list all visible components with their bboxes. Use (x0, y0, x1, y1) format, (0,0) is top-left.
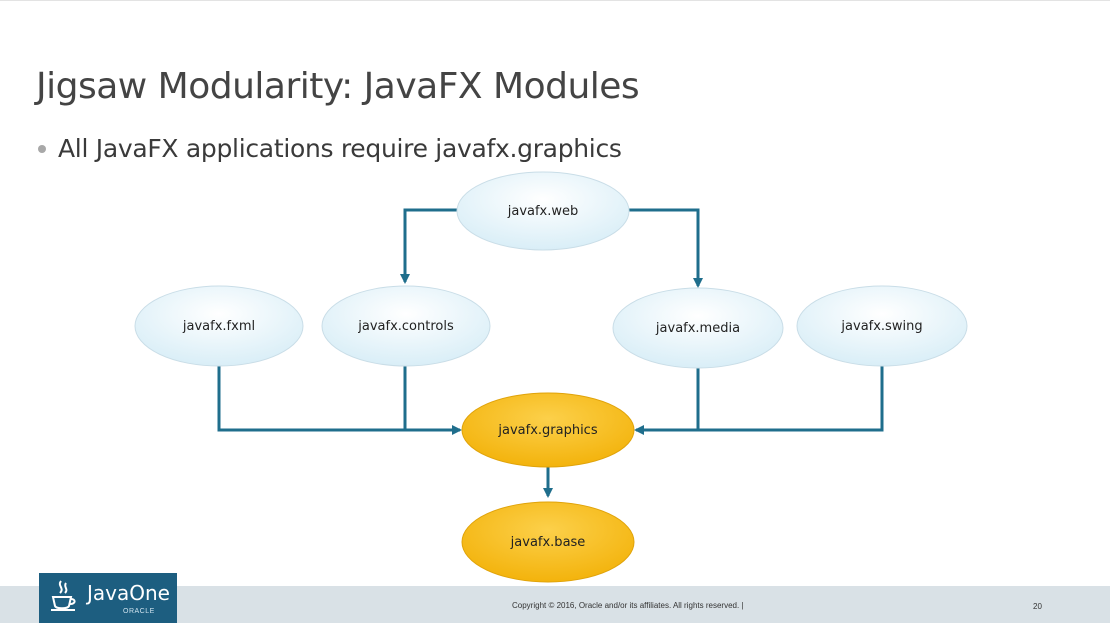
logo-text: JavaOne (87, 581, 170, 605)
dependency-arrows (217, 208, 884, 498)
node-label-controls: javafx.controls (357, 319, 454, 334)
footer-bar (0, 586, 1110, 623)
page-number: 20 (1033, 602, 1042, 611)
node-label-media: javafx.media (655, 321, 740, 336)
logo-sub-text: ORACLE (123, 608, 155, 615)
javaone-logo: JavaOne ORACLE (39, 573, 177, 623)
node-javafx-base: javafx.base (461, 501, 635, 583)
bullet-text: All JavaFX applications require javafx.g… (58, 134, 622, 163)
arrow-web-to-media (628, 208, 703, 288)
node-javafx-controls: javafx.controls (321, 285, 491, 367)
node-label-web: javafx.web (507, 204, 579, 219)
node-javafx-fxml: javafx.fxml (134, 285, 304, 367)
java-cup-icon (51, 580, 76, 611)
node-label-graphics: javafx.graphics (497, 423, 597, 438)
arrow-web-to-controls (400, 208, 458, 284)
arrow-swing-to-graphics (634, 366, 884, 435)
bullet-item: All JavaFX applications require javafx.g… (38, 134, 622, 163)
node-javafx-swing: javafx.swing (796, 285, 968, 367)
top-edge-line (0, 0, 1110, 1)
node-label-base: javafx.base (510, 535, 586, 550)
module-diagram: javafx.web javafx.fxml javafx.controls j… (134, 171, 968, 583)
bullet-dot-icon (38, 144, 46, 153)
node-label-fxml: javafx.fxml (182, 319, 255, 334)
node-label-swing: javafx.swing (840, 319, 922, 334)
node-javafx-web: javafx.web (456, 171, 630, 251)
copyright-text: Copyright © 2016, Oracle and/or its affi… (512, 601, 744, 610)
node-javafx-media: javafx.media (612, 287, 784, 369)
node-javafx-graphics: javafx.graphics (461, 392, 635, 468)
slide-title: Jigsaw Modularity: JavaFX Modules (36, 66, 640, 107)
arrow-fxml-to-graphics (217, 365, 462, 435)
